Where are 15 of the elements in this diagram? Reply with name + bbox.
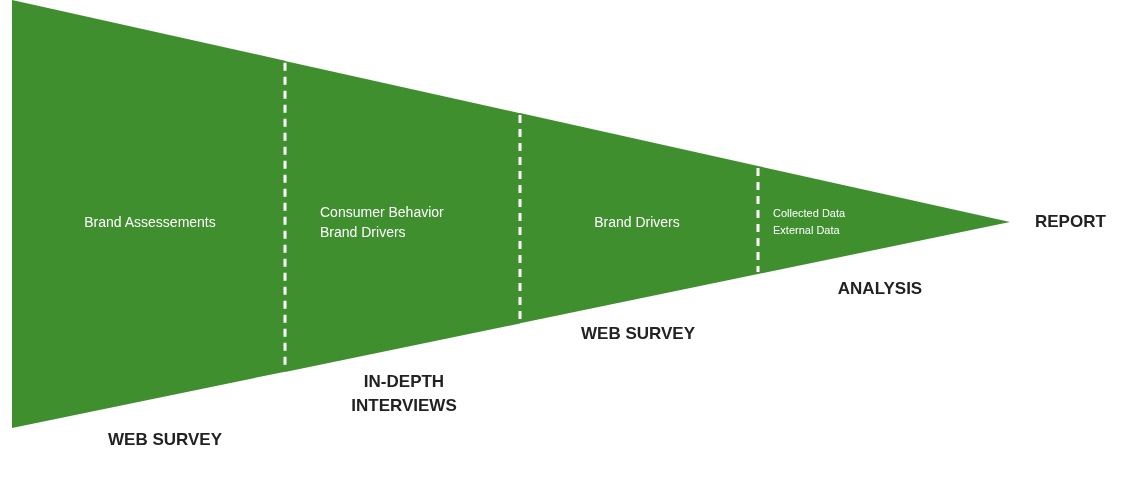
funnel-segment	[285, 60, 520, 372]
segment-label: External Data	[773, 223, 840, 238]
stage-method-label: IN-DEPTH INTERVIEWS	[350, 371, 458, 417]
stage-method-label: ANALYSIS	[836, 278, 924, 300]
stage-method-label: WEB SURVEY	[107, 429, 223, 451]
funnel-segment	[520, 113, 758, 324]
segment-label: Brand Drivers	[594, 213, 680, 232]
funnel-segment	[758, 165, 1010, 274]
endpoint-label: REPORT	[1035, 212, 1106, 232]
funnel-segment	[12, 0, 285, 428]
segment-label: Brand Drivers	[320, 223, 406, 242]
segment-label: Brand Assessements	[84, 213, 216, 232]
segment-label: Collected Data	[773, 206, 846, 221]
segment-label: Consumer Behavior	[320, 203, 444, 222]
stage-method-label: WEB SURVEY	[580, 323, 696, 345]
